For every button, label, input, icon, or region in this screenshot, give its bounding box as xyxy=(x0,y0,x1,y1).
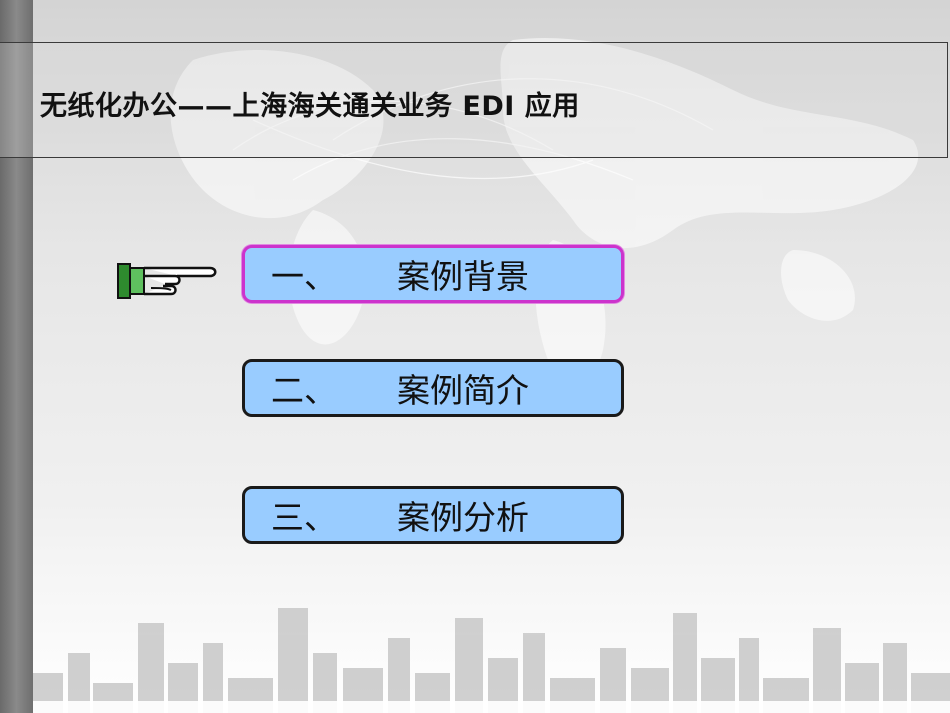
menu-item-label: 案例背景 xyxy=(397,257,529,296)
menu-item-case-background[interactable]: 一、 案例背景 xyxy=(242,245,624,303)
world-map-background xyxy=(170,38,919,386)
menu-item-case-introduction[interactable]: 二、 案例简介 xyxy=(242,359,624,417)
left-side-bar xyxy=(0,0,33,713)
menu-item-case-analysis[interactable]: 三、 案例分析 xyxy=(242,486,624,544)
menu-item-number: 一、 xyxy=(271,257,337,296)
city-skyline-decoration xyxy=(33,608,950,713)
menu-item-number: 三、 xyxy=(271,498,337,537)
menu-item-label: 案例简介 xyxy=(397,371,529,410)
menu-item-number: 二、 xyxy=(271,371,337,410)
slide-title: 无纸化办公——上海海关通关业务 EDI 应用 xyxy=(40,91,580,122)
menu-item-label: 案例分析 xyxy=(397,498,529,537)
pointing-hand-icon xyxy=(117,263,217,299)
title-frame xyxy=(0,42,948,158)
